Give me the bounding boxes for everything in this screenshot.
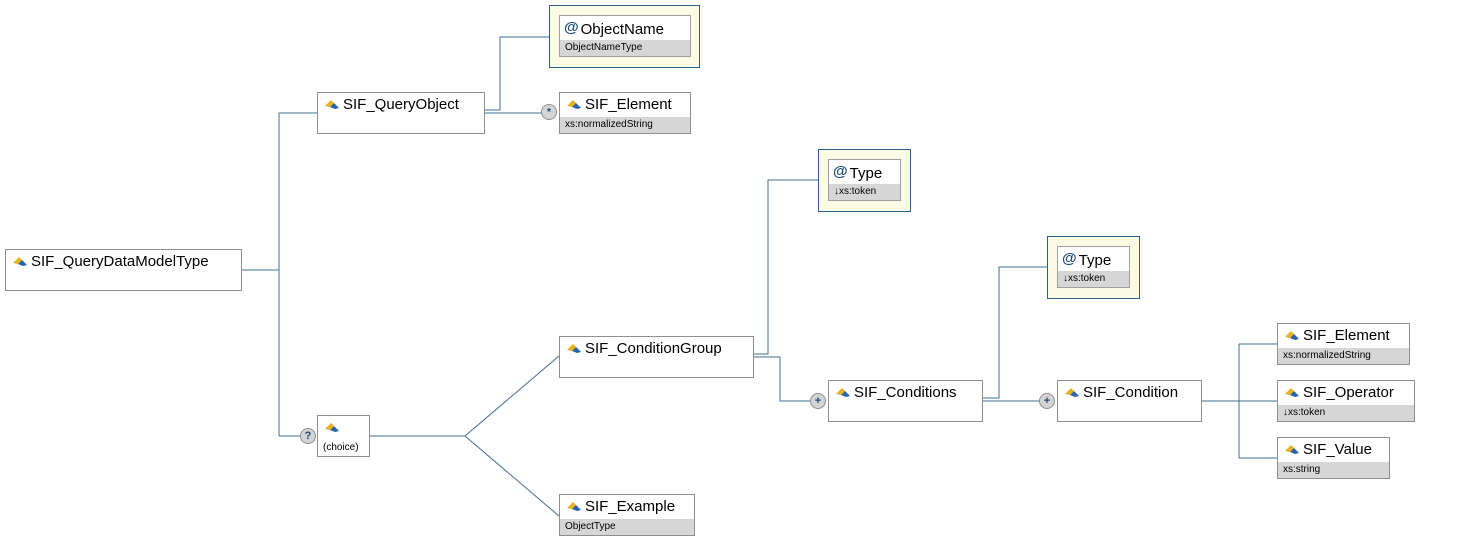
element-icon (1064, 382, 1080, 397)
node-sif-querydatamodeltype[interactable]: SIF_QueryDataModelType (5, 249, 242, 291)
attribute-type-conditiongroup-wrapper: @Type ↓xs:token (818, 149, 911, 212)
node-label: SIF_Condition (1083, 384, 1179, 401)
node-label: SIF_Element (1303, 327, 1390, 344)
element-icon (566, 338, 582, 353)
node-label: SIF_QueryObject (343, 96, 459, 113)
connector-queryobject (484, 36, 549, 114)
node-type: ↓xs:token (1058, 271, 1129, 287)
optional-marker: ? (300, 428, 316, 444)
connector-conditiongroup (753, 179, 818, 402)
connector-condition (1201, 343, 1277, 459)
attribute-icon: @ (1062, 250, 1077, 267)
expand-plus-marker[interactable]: + (1039, 393, 1055, 409)
node-type: ObjectType (560, 519, 694, 535)
node-label: SIF_Example (585, 498, 676, 515)
cardinality-star-marker: * (541, 104, 557, 120)
expand-plus-marker[interactable]: + (810, 393, 826, 409)
connector-conditions (982, 266, 1047, 402)
attribute-icon: @ (833, 163, 848, 180)
node-sif-conditiongroup[interactable]: SIF_ConditionGroup (559, 336, 754, 378)
element-icon (566, 496, 582, 511)
node-label: SIF_Element (585, 96, 672, 113)
element-icon (835, 382, 851, 397)
node-label: SIF_Conditions (854, 384, 957, 401)
node-choice[interactable]: (choice) (317, 415, 370, 457)
attribute-type-conditiongroup[interactable]: @Type ↓xs:token (828, 159, 901, 201)
node-sif-example[interactable]: SIF_Example ObjectType (559, 494, 695, 536)
node-sif-element-condition[interactable]: SIF_Element xs:normalizedString (1277, 323, 1410, 365)
element-icon (1284, 382, 1300, 397)
node-sif-conditions[interactable]: SIF_Conditions (828, 380, 983, 422)
node-sif-condition[interactable]: SIF_Condition (1057, 380, 1202, 422)
node-type: ObjectNameType (560, 40, 690, 56)
attribute-objectname[interactable]: @ObjectName ObjectNameType (559, 15, 691, 57)
node-type: ↓xs:token (1278, 405, 1414, 421)
element-icon (566, 94, 582, 109)
element-icon (1284, 325, 1300, 340)
node-label: SIF_QueryDataModelType (31, 253, 209, 270)
node-sif-queryobject[interactable]: SIF_QueryObject (317, 92, 485, 134)
element-icon (12, 251, 28, 266)
node-type: ↓xs:token (829, 184, 900, 200)
node-label: SIF_ConditionGroup (585, 340, 722, 357)
node-type: xs:normalizedString (560, 117, 690, 133)
element-icon (324, 94, 340, 109)
node-type: xs:string (1278, 462, 1389, 478)
node-sif-element-top[interactable]: SIF_Element xs:normalizedString (559, 92, 691, 134)
attribute-type-conditions-wrapper: @Type ↓xs:token (1047, 236, 1140, 299)
node-label: Type (1078, 252, 1112, 269)
choice-icon (324, 417, 340, 432)
element-icon (1284, 439, 1300, 454)
node-label: SIF_Value (1303, 441, 1372, 458)
connector-root (242, 112, 317, 437)
connector-choice (369, 355, 560, 517)
node-type: xs:normalizedString (1278, 348, 1409, 364)
node-label: Type (849, 165, 883, 182)
attribute-icon: @ (564, 19, 579, 36)
node-type: (choice) (318, 440, 369, 456)
node-label: ObjectName (580, 21, 665, 38)
attribute-objectname-wrapper: @ObjectName ObjectNameType (549, 5, 700, 68)
attribute-type-conditions[interactable]: @Type ↓xs:token (1057, 246, 1130, 288)
node-label: SIF_Operator (1303, 384, 1394, 401)
node-sif-value[interactable]: SIF_Value xs:string (1277, 437, 1390, 479)
node-sif-operator[interactable]: SIF_Operator ↓xs:token (1277, 380, 1415, 422)
